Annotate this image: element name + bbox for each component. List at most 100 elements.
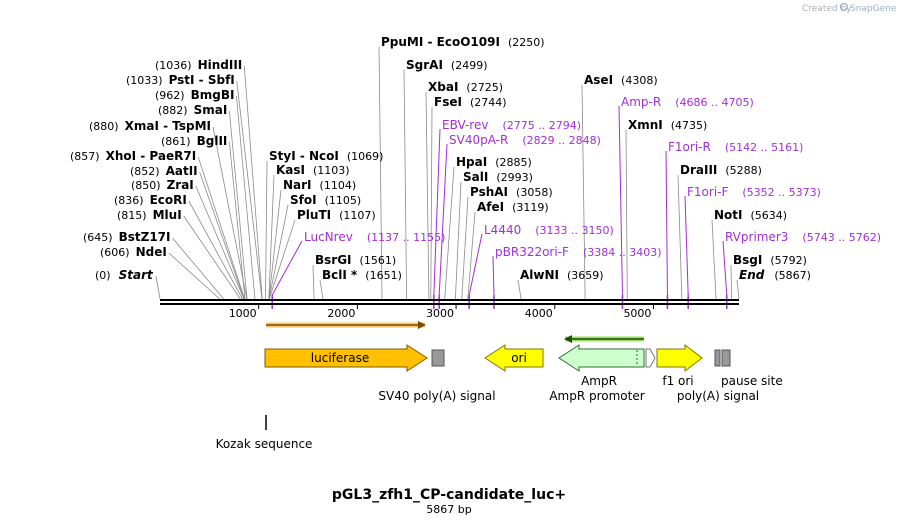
- site-label-smai[interactable]: (882)SmaI: [158, 103, 227, 117]
- primer-label-amp-r[interactable]: Amp-R(4686 .. 4705): [621, 95, 754, 109]
- site-leader-line: [228, 141, 246, 300]
- site-label-bsgi[interactable]: BsgI(5792): [733, 253, 807, 267]
- map-length: 5867 bp: [426, 503, 471, 516]
- ampr-arrow[interactable]: [558, 344, 645, 372]
- ruler-tick-label: 3000: [426, 307, 454, 320]
- site-label-bstz17i[interactable]: (645)BstZ17I: [83, 230, 170, 244]
- site-label-start[interactable]: (0)Start: [95, 268, 154, 282]
- site-label-kasi[interactable]: KasI(1103): [276, 163, 350, 177]
- site-label-zrai[interactable]: (850)ZraI: [131, 178, 194, 192]
- f1-ori-arrow[interactable]: [656, 343, 703, 373]
- ruler-tick-label: 2000: [327, 307, 355, 320]
- site-label-end[interactable]: End(5867): [739, 268, 811, 282]
- site-label-ndei[interactable]: (606)NdeI: [100, 245, 167, 259]
- site-label-bglii[interactable]: (861)BglII: [161, 134, 227, 148]
- site-label-ppumi[interactable]: PpuMI - EcoO109I(2250): [381, 35, 545, 49]
- ampr-promoter-arrow[interactable]: [645, 348, 656, 368]
- ori-label: ori: [511, 351, 527, 365]
- ruler-tick-label: 4000: [525, 307, 553, 320]
- site-label-alwni[interactable]: AlwNI(3659): [520, 268, 604, 282]
- polya-label: poly(A) signal: [677, 389, 759, 403]
- polya-box[interactable]: [714, 349, 721, 367]
- primer-label-l4440[interactable]: L4440(3133 .. 3150): [484, 223, 614, 237]
- site-leader-line: [199, 171, 245, 300]
- site-leader-line: [625, 129, 628, 300]
- site-leader-line: [378, 46, 383, 300]
- snapgene-credit: Created by SnapGene: [802, 2, 897, 14]
- site-leader-line: [155, 275, 161, 300]
- feature-ampr[interactable]: AmpR AmpR promoter: [549, 344, 656, 403]
- primer-leader-line: [684, 195, 689, 296]
- feature-ori[interactable]: ori: [484, 344, 544, 372]
- site-label-xmai[interactable]: (880)XmaI - TspMI: [89, 119, 211, 133]
- site-leader-line: [268, 174, 275, 300]
- ori-arrow[interactable]: [484, 344, 544, 372]
- luciferase-arrow[interactable]: [264, 344, 428, 372]
- site-label-draiii[interactable]: DraIII(5288): [680, 163, 762, 177]
- site-leader-line: [312, 264, 315, 300]
- site-label-aatii[interactable]: (852)AatII: [130, 164, 198, 178]
- enzyme-labels-left: (1036)HindIII (1033)PstI - SbfI (962)Bmg…: [70, 58, 242, 282]
- site-leader-line: [236, 80, 263, 300]
- primer-leader-lines: [271, 105, 728, 309]
- primer-label-pbr322ori-f[interactable]: pBR322ori-F(3384 .. 3403): [495, 245, 662, 259]
- feature-f1-ori[interactable]: f1 ori: [656, 343, 703, 388]
- feature-luciferase[interactable]: luciferase: [264, 344, 428, 372]
- site-label-noti[interactable]: NotI(5634): [714, 208, 787, 222]
- site-label-mlui[interactable]: (815)MluI: [117, 208, 182, 222]
- site-leader-line: [188, 200, 243, 300]
- primer-label-lucnrev[interactable]: LucNrev(1137 .. 1155): [304, 230, 445, 244]
- site-leader-line: [444, 166, 455, 300]
- sequence-backbone: [160, 299, 739, 305]
- map-title: pGL3_zfh1_CP-candidate_luc+: [332, 487, 566, 503]
- feature-kozak[interactable]: Kozak sequence: [216, 415, 313, 451]
- site-leader-line: [677, 174, 683, 300]
- sv40-polya-label: SV40 poly(A) signal: [378, 389, 495, 403]
- site-label-asei[interactable]: AseI(4308): [584, 73, 658, 87]
- site-label-pluti[interactable]: PluTI(1107): [297, 208, 376, 222]
- site-label-afei[interactable]: AfeI(3119): [477, 200, 549, 214]
- site-leader-line: [212, 126, 248, 300]
- site-label-pshai[interactable]: PshAI(3058): [470, 185, 553, 199]
- site-leader-line: [467, 211, 476, 300]
- primer-label-ebv-rev[interactable]: EBV-rev(2775 .. 2794): [442, 118, 581, 132]
- site-leader-line: [711, 219, 717, 300]
- site-label-sali[interactable]: SalI(2993): [463, 170, 533, 184]
- primer-label-f1ori-f[interactable]: F1ori-F(5352 .. 5373): [687, 185, 821, 199]
- site-label-fsei[interactable]: FseI(2744): [434, 95, 507, 109]
- site-leader-line: [268, 204, 289, 300]
- primer-label-f1ori-r[interactable]: F1ori-R(5142 .. 5161): [668, 140, 803, 154]
- site-label-ecori[interactable]: (836)EcoRI: [114, 193, 187, 207]
- primer-labels: LucNrev(1137 .. 1155) EBV-rev(2775 .. 27…: [304, 95, 881, 259]
- site-label-psti[interactable]: (1033)PstI - SbfI: [126, 73, 235, 87]
- primer-label-sv40pa-r[interactable]: SV40pA-R(2829 .. 2848): [449, 133, 601, 147]
- site-leader-line: [461, 196, 469, 300]
- primer-label-rvprimer3[interactable]: RVprimer3(5743 .. 5762): [725, 230, 881, 244]
- site-label-hindiii[interactable]: (1036)HindIII: [155, 58, 242, 72]
- site-leader-line: [730, 264, 732, 300]
- site-leader-line: [236, 95, 256, 300]
- site-label-xbai[interactable]: XbaI(2725): [428, 80, 503, 94]
- orf-luciferase-arrowhead: [418, 321, 426, 329]
- site-label-bmgbi[interactable]: (962)BmgBI: [155, 88, 234, 102]
- site-label-hpai[interactable]: HpaI(2885): [456, 155, 532, 169]
- sv40-polya-box[interactable]: [431, 349, 445, 367]
- site-label-xmni[interactable]: XmnI(4735): [628, 118, 707, 132]
- primer-leader-line: [438, 143, 448, 296]
- feature-sv40-polya[interactable]: SV40 poly(A) signal: [378, 349, 496, 403]
- site-label-xhoi[interactable]: (857)XhoI - PaeR7I: [70, 149, 196, 163]
- ampr-promoter-label: AmpR promoter: [549, 389, 644, 403]
- site-label-bsrgi[interactable]: BsrGI(1561): [315, 253, 396, 267]
- site-label-styi[interactable]: StyI - NcoI(1069): [269, 149, 383, 163]
- site-label-nari[interactable]: NarI(1104): [283, 178, 356, 192]
- snapgene-logo-icon: [839, 2, 849, 12]
- primer-leader-line: [271, 240, 303, 296]
- credit-brand: SnapGene: [850, 4, 897, 14]
- site-label-bcli[interactable]: BclI *(1651): [322, 268, 402, 282]
- feature-terminators[interactable]: pause site poly(A) signal: [677, 349, 783, 403]
- pause-site-box[interactable]: [721, 349, 731, 367]
- site-label-sfoi[interactable]: SfoI(1105): [290, 193, 361, 207]
- site-label-sgrai[interactable]: SgrAI(2499): [406, 58, 487, 72]
- site-leader-line: [268, 219, 296, 300]
